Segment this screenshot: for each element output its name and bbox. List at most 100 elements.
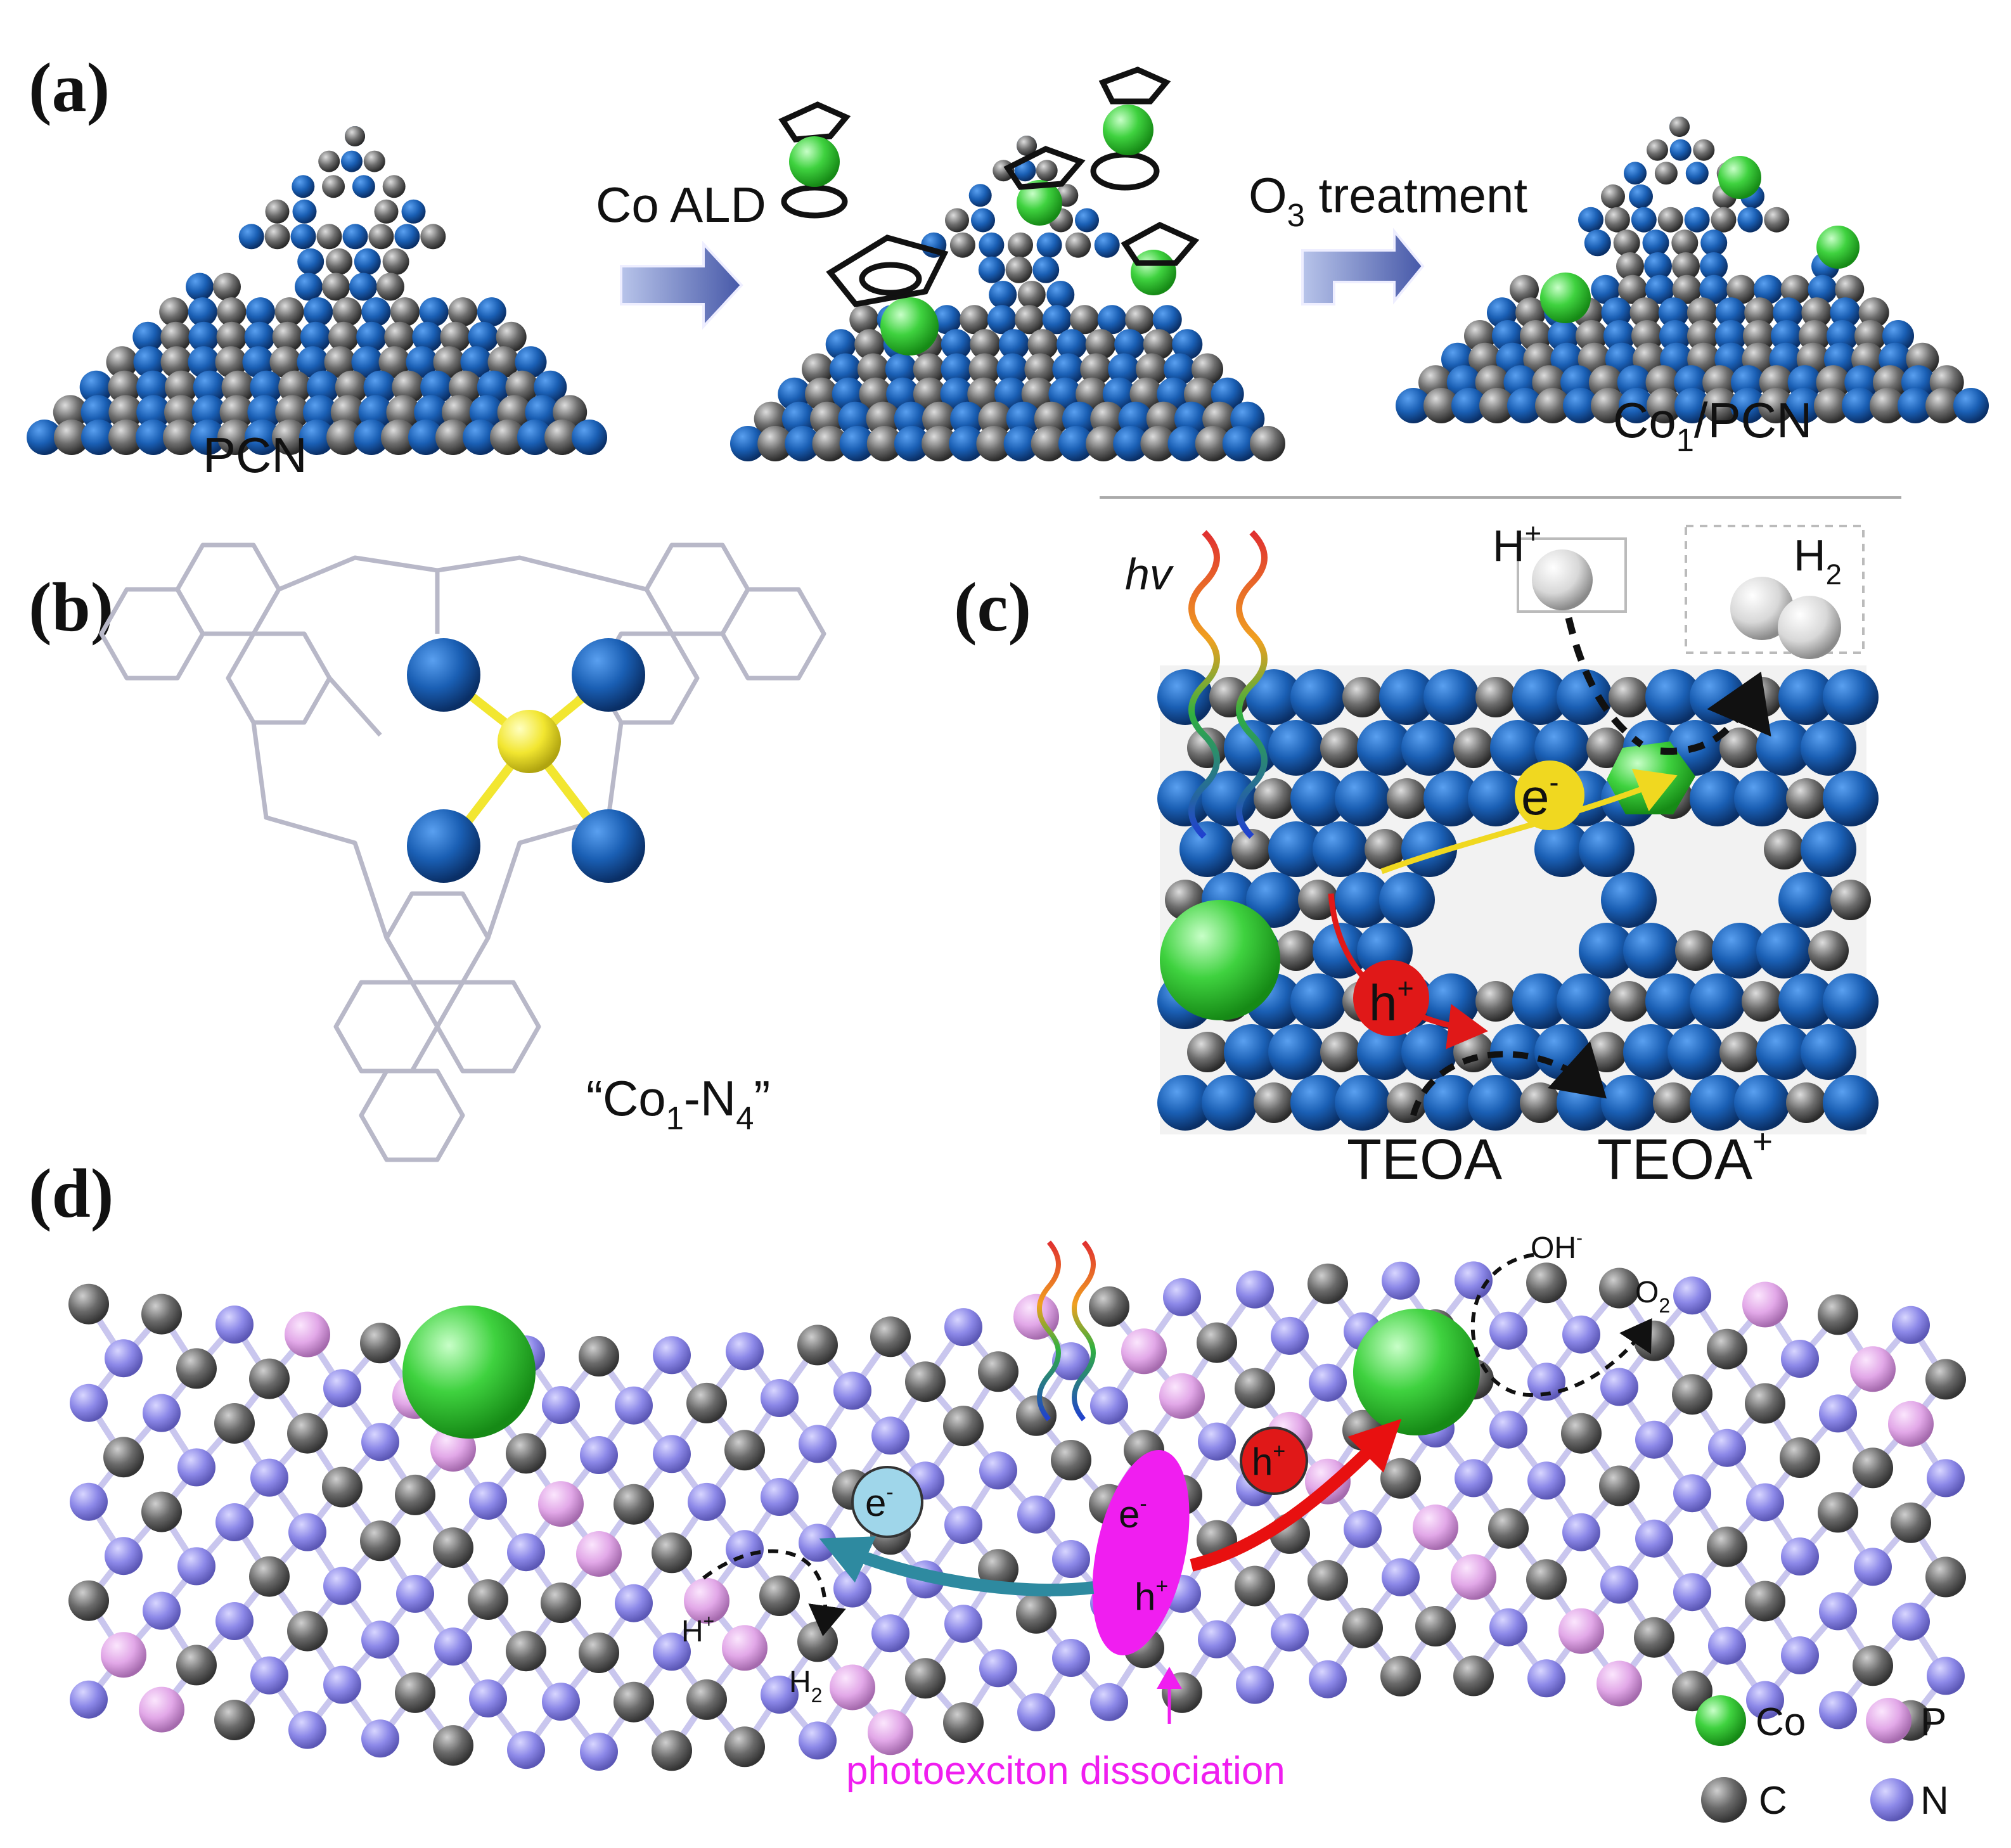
nitrogen-atom — [1746, 1681, 1784, 1719]
nitrogen-atom — [177, 1547, 215, 1586]
carbon-atom — [976, 426, 1012, 461]
carbon-atom — [318, 150, 340, 172]
nitrogen-atom — [349, 273, 377, 301]
nitrogen-atom — [300, 321, 331, 352]
carbon-atom — [1070, 305, 1100, 335]
electron-label: e- — [1521, 766, 1559, 825]
carbon-atom — [870, 1316, 911, 1357]
h-plus-label: H+ — [681, 1611, 714, 1648]
nitrogen-atom — [105, 1339, 143, 1378]
photoexciton — [1092, 1449, 1190, 1656]
carbon-atom — [326, 248, 352, 275]
nitrogen-atom — [1014, 160, 1036, 182]
panel-c-label: (c) — [954, 568, 1031, 646]
carbon-atom — [1021, 377, 1055, 411]
co-atom — [1160, 900, 1280, 1020]
carbon-atom — [1031, 426, 1067, 461]
nitrogen-atom — [1401, 821, 1457, 877]
nitrogen-atom — [726, 1530, 764, 1569]
carbon-atom — [1891, 1502, 1931, 1543]
nitrogen-atom — [1222, 426, 1258, 461]
carbon-atom — [141, 1293, 182, 1335]
nitrogen-atom — [1557, 973, 1612, 1029]
nitrogen-atom — [1534, 1024, 1590, 1080]
nitrogen-atom — [1357, 1024, 1413, 1080]
nitrogen-atom — [193, 370, 226, 404]
carbon-atom — [1687, 297, 1718, 328]
cobaltocene-molecule — [1090, 67, 1171, 191]
nitrogen-atom — [1781, 1537, 1819, 1575]
hole-badge — [1240, 1427, 1308, 1495]
legend-item-co: Co — [1695, 1695, 1806, 1746]
carbon-atom — [1719, 1032, 1760, 1072]
carbon-atom — [922, 401, 956, 436]
h2-ball-1 — [1730, 577, 1794, 640]
nitrogen-atom — [1527, 1461, 1565, 1500]
carbon-atom — [1140, 426, 1176, 461]
panel-d: (d) e- h+ e- h+ H+ H2 OH- O2 photoexc — [29, 1155, 1966, 1823]
nitrogen-atom — [1645, 973, 1701, 1029]
electron-transfer-arrow — [1380, 769, 1678, 875]
carbon-atom — [922, 426, 958, 461]
carbon-atom — [1830, 880, 1871, 920]
nitrogen-atom — [468, 321, 499, 352]
nitrogen-atom — [288, 1513, 326, 1551]
carbon-atom — [949, 232, 975, 258]
nitrogen-atom — [1164, 353, 1196, 385]
nitrogen-atom — [1557, 669, 1612, 725]
carbon-atom — [1250, 426, 1285, 461]
carbon-atom — [1089, 1286, 1129, 1327]
nitrogen-atom — [1624, 162, 1647, 185]
p-doped-cn-sheet — [68, 1261, 1966, 1771]
nitrogen-atom — [323, 1665, 361, 1704]
nitrogen-atom — [70, 1482, 108, 1521]
nitrogen-atom — [1382, 1261, 1420, 1300]
carbon-atom — [1307, 1263, 1348, 1304]
carbon-atom — [160, 346, 193, 378]
nitrogen-atom — [1715, 320, 1747, 352]
nitrogen-atom — [1313, 821, 1368, 877]
carbon-atom — [1342, 1607, 1383, 1648]
carbon-atom — [1453, 728, 1494, 768]
nitrogen-atom — [515, 346, 547, 378]
nitrogen-atom — [434, 1627, 472, 1666]
nitrogen-atom — [1202, 1075, 1257, 1131]
nitrogen-atom — [979, 1451, 1017, 1490]
carbon-atom — [1707, 1328, 1747, 1370]
nitrogen-atom — [354, 248, 381, 275]
carbon-atom — [1853, 1447, 1893, 1489]
carbon-atom — [176, 1348, 217, 1389]
nitrogen-atom — [1781, 1636, 1819, 1674]
nitrogen-atom — [1778, 669, 1834, 725]
carbon-atom — [448, 297, 478, 327]
nitrogen-atom — [1382, 1558, 1420, 1596]
carbon-atom — [1453, 1032, 1494, 1072]
nitrogen-atom — [323, 1369, 361, 1408]
carbon-atom — [1764, 207, 1790, 233]
nitrogen-atom — [1562, 1513, 1600, 1551]
nitrogen-atom — [1335, 771, 1391, 826]
nitrogen-atom — [1423, 669, 1479, 725]
nitrogen-atom — [297, 248, 324, 275]
carbon-atom — [1307, 1560, 1348, 1601]
nitrogen-atom — [341, 150, 363, 172]
carbon-atom — [1387, 778, 1427, 819]
nitrogen-atom — [1635, 1519, 1673, 1558]
nitrogen-atom — [1290, 973, 1346, 1029]
nitrogen-atom — [1094, 232, 1120, 258]
nitrogen-atom — [406, 346, 438, 378]
h-plus-label: H+ — [1493, 517, 1541, 570]
carbon-atom — [1586, 728, 1627, 768]
nitrogen-atom — [1781, 1340, 1819, 1378]
nitrogen-atom — [1892, 1602, 1930, 1641]
nitrogen-atom — [1801, 1024, 1856, 1080]
nitrogen-atom — [688, 1482, 726, 1521]
nitrogen-atom — [1379, 669, 1435, 725]
carbon-atom — [812, 426, 848, 461]
carbon-atom — [1672, 1671, 1712, 1712]
nitrogen-atom — [70, 1383, 108, 1422]
phosphorus-atom — [538, 1481, 584, 1527]
nitrogen-atom — [1578, 207, 1603, 233]
phosphorus-atom — [868, 1709, 913, 1755]
carbon-atom — [1609, 677, 1649, 717]
